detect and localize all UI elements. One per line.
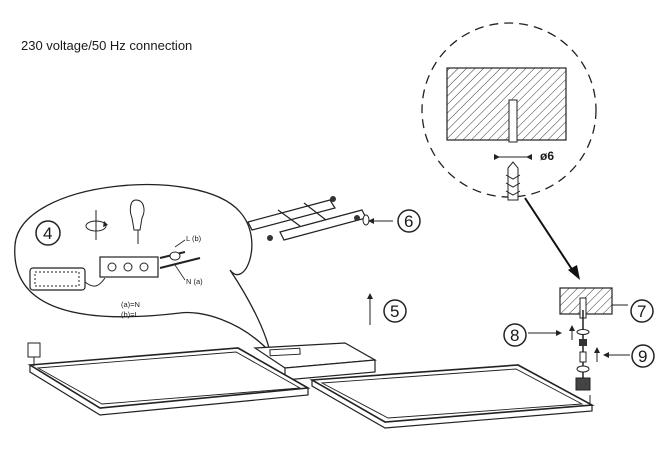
wall-plug-icon: [505, 161, 521, 201]
step-6-marker: [397, 209, 421, 233]
drill-diameter-label: ø6: [540, 149, 554, 163]
live-wire-label: L (b): [186, 234, 202, 243]
ceiling-mount: 7: [559, 287, 654, 380]
step-9-number: 9: [638, 347, 647, 366]
rotate-icon: [85, 210, 108, 240]
step-5-number: 5: [390, 302, 399, 321]
led-panel-right: [309, 364, 595, 429]
mounting-bracket: [241, 196, 370, 241]
step-4-marker: [35, 220, 61, 246]
drill-detail: ø6: [421, 22, 597, 201]
step-5-marker: [383, 299, 407, 323]
drill-hole: [508, 99, 518, 143]
step-4-number: 4: [43, 224, 52, 243]
wiring-detail: 4 L (b) N (a) (a)=N: [14, 183, 272, 355]
led-panel-left: [27, 342, 311, 416]
step-9-marker: [631, 344, 655, 368]
step-8-number: 8: [510, 326, 519, 345]
hand-icon: [129, 199, 145, 244]
diagram-title: 230 voltage/50 Hz connection: [21, 38, 193, 53]
step-6-number: 6: [404, 212, 413, 231]
step-7-number: 7: [637, 302, 646, 321]
fastener-stack: [575, 329, 591, 391]
legend-neutral: (a)=N: [121, 300, 140, 309]
step-7-marker: [630, 299, 654, 323]
terminal-block: [84, 256, 159, 287]
step-8-marker: [503, 323, 527, 347]
legend-live: (b)=L: [121, 310, 139, 319]
ceiling-block: [446, 67, 567, 141]
driver-box: [29, 267, 86, 291]
neutral-wire-label: N (a): [186, 277, 203, 286]
wire-connector: [159, 251, 201, 269]
